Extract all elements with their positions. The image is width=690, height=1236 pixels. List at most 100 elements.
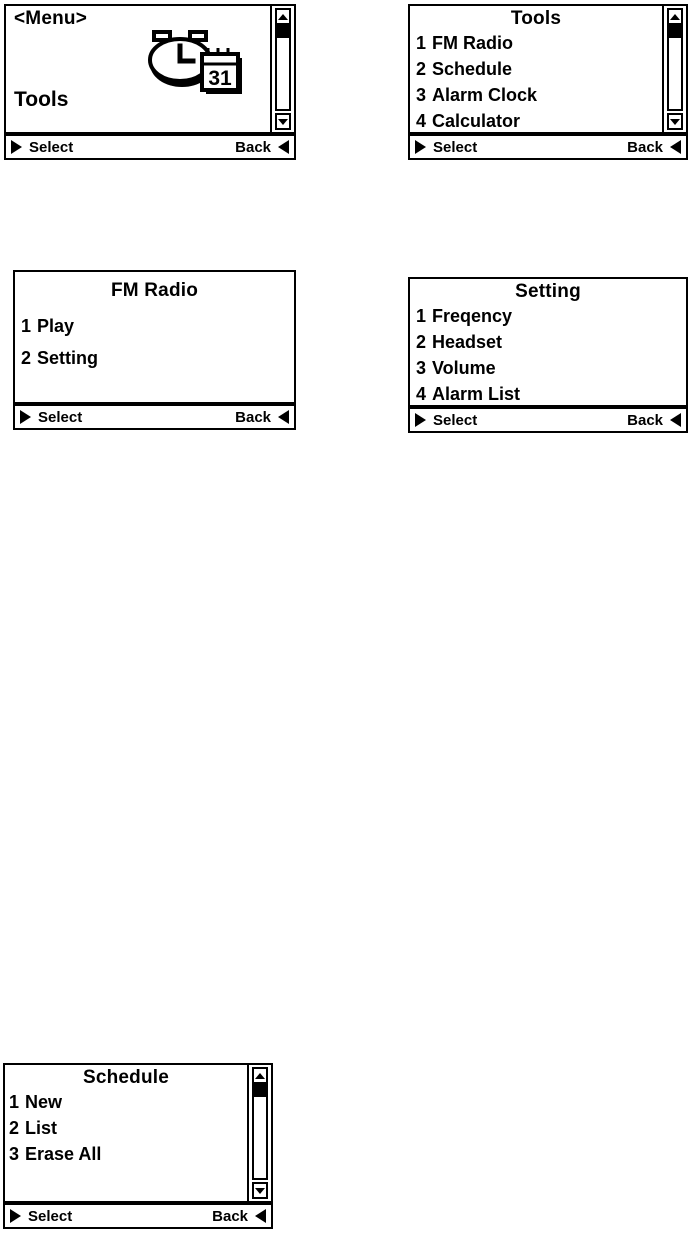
- list-item-index: 2: [9, 1118, 20, 1138]
- softkey-right-label: Back: [627, 411, 663, 429]
- screen-fm-radio-setting: Setting 1 Freqency 2 Headset 3 Volume 4 …: [408, 277, 688, 433]
- list-item[interactable]: 2 List: [5, 1115, 247, 1141]
- list-item[interactable]: 1 Freqency: [410, 303, 686, 329]
- screen-content: Setting 1 Freqency 2 Headset 3 Volume 4 …: [410, 279, 686, 405]
- softkey-right-label: Back: [235, 138, 271, 156]
- scroll-down-arrow-icon[interactable]: [275, 113, 291, 130]
- list-item-label: New: [25, 1092, 63, 1112]
- list-item[interactable]: 4 Alarm List: [410, 381, 686, 405]
- list-item-label: Volume: [432, 358, 496, 378]
- scrollbar-track[interactable]: [252, 1084, 268, 1180]
- softkey-right-back[interactable]: Back: [627, 140, 681, 155]
- triangle-left-icon: [278, 410, 289, 424]
- triangle-right-icon: [415, 140, 426, 154]
- list-item-index: 3: [9, 1144, 20, 1164]
- list-item-label: Alarm List: [432, 384, 521, 404]
- list-item-index: 1: [416, 306, 427, 326]
- scrollbar-track-rest[interactable]: [277, 38, 289, 109]
- list-item-label: Erase All: [25, 1144, 102, 1164]
- screen-content: Tools 1 FM Radio 2 Schedule 3 Alarm Cloc…: [410, 6, 662, 132]
- screen-schedule: Schedule 1 New 2 List 3 Erase All: [3, 1063, 273, 1229]
- scrollbar-track-rest[interactable]: [669, 38, 681, 109]
- list-item[interactable]: 2 Schedule: [410, 56, 662, 82]
- scrollbar-track-rest[interactable]: [254, 1097, 266, 1178]
- scrollbar-track[interactable]: [275, 25, 291, 111]
- page-title: FM Radio: [110, 280, 199, 301]
- list-item-index: 4: [416, 384, 427, 404]
- softkey-left-select[interactable]: Select: [20, 410, 82, 425]
- scrollbar[interactable]: [247, 1065, 271, 1201]
- scrollbar-thumb[interactable]: [669, 25, 681, 38]
- list-item-label: Calculator: [432, 111, 521, 131]
- list-item-label: Headset: [432, 332, 503, 352]
- softkey-bar: Select Back: [13, 404, 296, 430]
- list-item-label: Setting: [37, 348, 98, 368]
- page-title: Setting: [515, 281, 581, 302]
- softkey-right-back[interactable]: Back: [627, 413, 681, 428]
- list-item[interactable]: 4 Calculator: [410, 108, 662, 132]
- scroll-down-arrow-icon[interactable]: [252, 1182, 268, 1199]
- list-item-label: Schedule: [432, 59, 513, 79]
- triangle-left-icon: [670, 140, 681, 154]
- softkey-left-select[interactable]: Select: [415, 413, 477, 428]
- menu-list: 1 Freqency 2 Headset 3 Volume 4 Alarm Li…: [410, 303, 686, 405]
- scroll-down-arrow-icon[interactable]: [667, 113, 683, 130]
- triangle-right-icon: [10, 1209, 21, 1223]
- softkey-left-select[interactable]: Select: [10, 1209, 72, 1224]
- softkey-bar: Select Back: [3, 1203, 273, 1229]
- screen-display-area: FM Radio 1 Play 2 Setting: [13, 270, 296, 404]
- selected-menu-label: Tools: [14, 88, 69, 111]
- scrollbar-thumb[interactable]: [277, 25, 289, 38]
- list-item-index: 2: [416, 332, 427, 352]
- menu-list: 1 New 2 List 3 Erase All: [5, 1089, 247, 1167]
- screen-fm-radio: FM Radio 1 Play 2 Setting Select Back: [13, 270, 296, 430]
- softkey-right-back[interactable]: Back: [235, 410, 289, 425]
- softkey-bar: Select Back: [4, 134, 296, 160]
- scrollbar[interactable]: [270, 6, 294, 132]
- softkey-right-back[interactable]: Back: [235, 140, 289, 155]
- scrollbar-track[interactable]: [667, 25, 683, 111]
- list-item-index: 4: [416, 111, 427, 131]
- scrollbar-thumb[interactable]: [254, 1084, 266, 1097]
- list-item[interactable]: 3 Volume: [410, 355, 686, 381]
- list-item-label: Freqency: [432, 306, 513, 326]
- list-item-label: Play: [37, 316, 75, 336]
- screen-content: Schedule 1 New 2 List 3 Erase All: [5, 1065, 247, 1201]
- list-item[interactable]: 3 Alarm Clock: [410, 82, 662, 108]
- softkey-left-label: Select: [433, 138, 478, 156]
- softkey-left-select[interactable]: Select: [415, 140, 477, 155]
- alarm-clock-calendar-icon: 31: [140, 24, 246, 101]
- softkey-left-label: Select: [28, 1207, 73, 1225]
- triangle-right-icon: [20, 410, 31, 424]
- triangle-right-icon: [11, 140, 22, 154]
- scroll-up-arrow-icon[interactable]: [275, 8, 291, 25]
- menu-list: 1 FM Radio 2 Schedule 3 Alarm Clock 4 Ca…: [410, 30, 662, 132]
- list-item[interactable]: 2 Setting: [15, 342, 294, 374]
- screen-display-area: Setting 1 Freqency 2 Headset 3 Volume 4 …: [408, 277, 688, 407]
- page-title: Tools: [510, 8, 562, 29]
- list-item-index: 1: [9, 1092, 20, 1112]
- screen-content: FM Radio 1 Play 2 Setting: [15, 272, 294, 402]
- page-title: <Menu>: [14, 8, 87, 29]
- list-item-index: 1: [416, 33, 427, 53]
- softkey-left-select[interactable]: Select: [11, 140, 73, 155]
- page-title: Schedule: [82, 1067, 170, 1088]
- softkey-bar: Select Back: [408, 407, 688, 433]
- screen-tools-list: Tools 1 FM Radio 2 Schedule 3 Alarm Cloc…: [408, 4, 688, 160]
- scroll-up-arrow-icon[interactable]: [667, 8, 683, 25]
- triangle-left-icon: [670, 413, 681, 427]
- list-item[interactable]: 2 Headset: [410, 329, 686, 355]
- softkey-left-label: Select: [38, 408, 83, 426]
- list-item[interactable]: 3 Erase All: [5, 1141, 247, 1167]
- triangle-right-icon: [415, 413, 426, 427]
- screen-display-area: <Menu>: [4, 4, 296, 134]
- scrollbar[interactable]: [662, 6, 686, 132]
- softkey-right-label: Back: [627, 138, 663, 156]
- softkey-right-back[interactable]: Back: [212, 1209, 266, 1224]
- list-item-label: FM Radio: [432, 33, 513, 53]
- list-item[interactable]: 1 Play: [15, 310, 294, 342]
- list-item[interactable]: 1 FM Radio: [410, 30, 662, 56]
- list-item[interactable]: 1 New: [5, 1089, 247, 1115]
- scroll-up-arrow-icon[interactable]: [252, 1067, 268, 1084]
- list-item-index: 2: [416, 59, 427, 79]
